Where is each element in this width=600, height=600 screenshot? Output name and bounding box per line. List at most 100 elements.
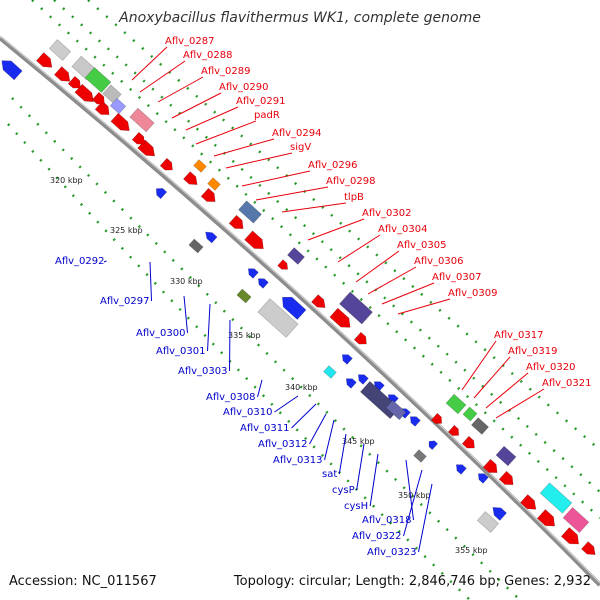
gene-feature: [329, 307, 351, 328]
connector-line: [149, 261, 153, 302]
connector-line: [241, 170, 311, 187]
gene-label-reverse: Aflv_0301: [156, 346, 206, 357]
connector-line: [485, 372, 529, 409]
map-title: Anoxybacillus flavithermus WK1, complete…: [119, 10, 481, 26]
gene-label-forward: Aflv_0321: [542, 378, 592, 389]
connector-line: [381, 282, 435, 305]
gene-feature: [193, 159, 207, 173]
gene-feature: [205, 231, 218, 244]
gene-feature: [536, 509, 556, 527]
gene-label-forward: padR: [254, 110, 280, 121]
connector-line: [367, 266, 417, 295]
gene-feature: [323, 365, 337, 379]
tick-label: 355 kbp: [455, 546, 488, 555]
gene-label-forward: Aflv_0287: [165, 36, 215, 47]
gene-label-forward: Aflv_0302: [362, 208, 412, 219]
gene-feature: [562, 507, 590, 533]
gene-feature: [131, 131, 145, 145]
gene-feature: [91, 91, 105, 105]
gene-label-forward: Aflv_0304: [378, 224, 428, 235]
connector-line: [225, 152, 293, 169]
gene-features: [1, 39, 596, 556]
gene-feature: [109, 97, 127, 115]
tick-label: 320 kbp: [50, 176, 83, 185]
gene-label-reverse: Aflv_0308: [206, 392, 256, 403]
gene-feature: [159, 157, 173, 171]
connector-line: [131, 46, 168, 81]
gene-label-reverse: sat: [322, 469, 337, 480]
gene-feature: [84, 67, 112, 93]
gene-feature: [282, 296, 307, 320]
gene-feature: [471, 417, 489, 435]
connector-line: [403, 469, 423, 537]
gene-feature: [183, 171, 198, 186]
gene-label-reverse: Aflv_0311: [240, 423, 290, 434]
connector-line: [139, 60, 186, 93]
gene-label-forward: Aflv_0309: [448, 288, 498, 299]
gene-feature: [207, 177, 221, 191]
gene-feature: [238, 200, 262, 224]
gene-feature: [228, 214, 244, 229]
gene-label-forward: Aflv_0288: [183, 50, 233, 61]
gene-feature: [482, 458, 498, 473]
tick-label: 335 kbp: [228, 331, 261, 340]
connector-line: [338, 433, 347, 475]
connector-line: [171, 92, 222, 119]
connector-line: [183, 295, 189, 334]
gene-feature: [35, 52, 53, 68]
connector-line: [307, 218, 365, 241]
gene-label-forward: Aflv_0319: [508, 346, 558, 357]
gene-label-reverse: Aflv_0323: [367, 547, 417, 558]
connector-line: [461, 340, 497, 391]
gene-feature: [247, 268, 259, 279]
gene-label-forward: Aflv_0291: [236, 96, 286, 107]
gene-feature: [311, 294, 326, 309]
gene-label-forward: Aflv_0320: [526, 362, 576, 373]
gene-feature: [353, 331, 367, 345]
tick-label: 330 kbp: [170, 277, 203, 286]
gene-label-forward: Aflv_0305: [397, 240, 447, 251]
connector-line: [185, 106, 239, 131]
tick-label: 345 kbp: [342, 437, 375, 446]
connector-line: [324, 419, 335, 461]
track-dots: [7, 0, 600, 600]
gene-feature: [413, 449, 427, 463]
gene-feature: [129, 107, 155, 133]
gene-feature: [155, 188, 168, 200]
gene-feature: [357, 374, 369, 385]
gene-label-reverse: Aflv_0292: [55, 256, 105, 267]
gene-feature: [53, 66, 71, 82]
tick-label: 325 kbp: [110, 226, 143, 235]
connector-line: [418, 483, 433, 553]
accession-text: Accession: NC_011567: [9, 574, 157, 589]
gene-feature: [188, 238, 204, 254]
gene-feature: [462, 406, 478, 422]
gene-label-forward: Aflv_0306: [414, 256, 464, 267]
gene-feature: [477, 473, 489, 484]
gene-feature: [476, 511, 500, 533]
gene-label-reverse: Aflv_0310: [223, 407, 273, 418]
gene-feature: [339, 291, 373, 325]
gene-feature: [236, 288, 252, 304]
connector-line: [257, 379, 263, 398]
connector-line: [356, 443, 365, 491]
gene-label-reverse: Aflv_0312: [258, 439, 308, 450]
connector-line: [103, 260, 107, 263]
connector-line: [207, 303, 211, 352]
gene-feature: [74, 83, 94, 103]
gene-feature: [257, 298, 299, 338]
gene-feature: [287, 247, 305, 265]
gene-feature: [498, 470, 514, 485]
connector-line: [309, 413, 327, 445]
gene-label-forward: Aflv_0290: [219, 82, 269, 93]
gene-feature: [447, 424, 460, 436]
gene-feature: [257, 278, 269, 289]
gene-label-reverse: cysP: [332, 485, 355, 496]
connector-line: [255, 186, 329, 201]
connector-line: [355, 250, 400, 283]
gene-label-forward: sigV: [290, 142, 311, 153]
gene-label-forward: Aflv_0317: [494, 330, 544, 341]
gene-label-reverse: Aflv_0318: [362, 515, 412, 526]
